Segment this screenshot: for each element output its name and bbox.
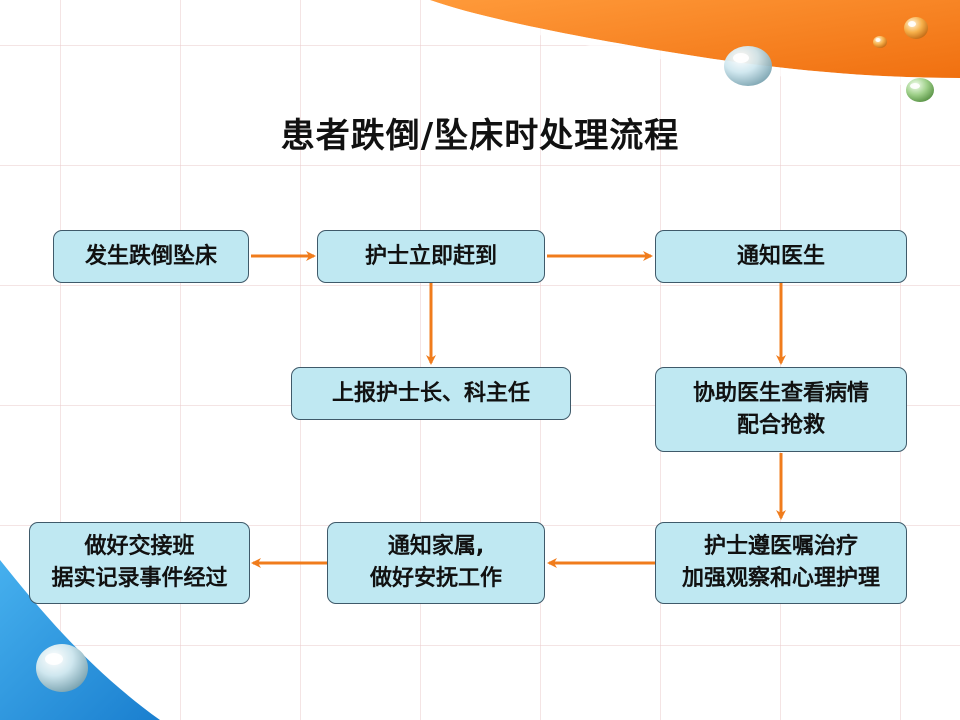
- step-handover-line2: 据实记录事件经过: [51, 566, 228, 591]
- water-droplet-icon: [873, 36, 887, 48]
- water-droplet-icon: [36, 644, 88, 692]
- step-report-head: 上报护士长、科主任: [291, 367, 571, 420]
- step-follow-orders-line1: 护士遵医嘱治疗: [703, 534, 858, 559]
- step-handover-line1: 做好交接班: [84, 534, 195, 559]
- step-notify-family: 通知家属, 做好安抚工作: [327, 522, 545, 604]
- step-notify-family-line1: 通知家属,: [387, 534, 485, 559]
- step-notify-doctor: 通知医生: [655, 230, 907, 283]
- water-droplet-icon: [904, 17, 928, 39]
- step-assist-doctor: 协助医生查看病情 配合抢救: [655, 367, 907, 452]
- step-assist-doctor-line2: 配合抢救: [736, 412, 825, 438]
- orange-corner-swoosh: [430, 0, 960, 78]
- step-report-head-label: 上报护士长、科主任: [331, 380, 530, 406]
- step-fall: 发生跌倒坠床: [53, 230, 249, 283]
- step-follow-orders-line2: 加强观察和心理护理: [681, 566, 880, 591]
- step-fall-label: 发生跌倒坠床: [84, 243, 217, 269]
- step-nurse-arrives-label: 护士立即赶到: [364, 243, 497, 269]
- step-notify-family-line2: 做好安抚工作: [369, 566, 502, 591]
- step-notify-doctor-label: 通知医生: [736, 243, 825, 269]
- page-title: 患者跌倒/坠床时处理流程: [280, 116, 680, 156]
- water-droplet-icon: [724, 46, 772, 86]
- step-assist-doctor-line1: 协助医生查看病情: [692, 380, 869, 406]
- step-follow-orders: 护士遵医嘱治疗 加强观察和心理护理: [655, 522, 907, 604]
- step-handover: 做好交接班 据实记录事件经过: [29, 522, 250, 604]
- step-nurse-arrives: 护士立即赶到: [317, 230, 545, 283]
- water-droplet-icon: [906, 78, 934, 102]
